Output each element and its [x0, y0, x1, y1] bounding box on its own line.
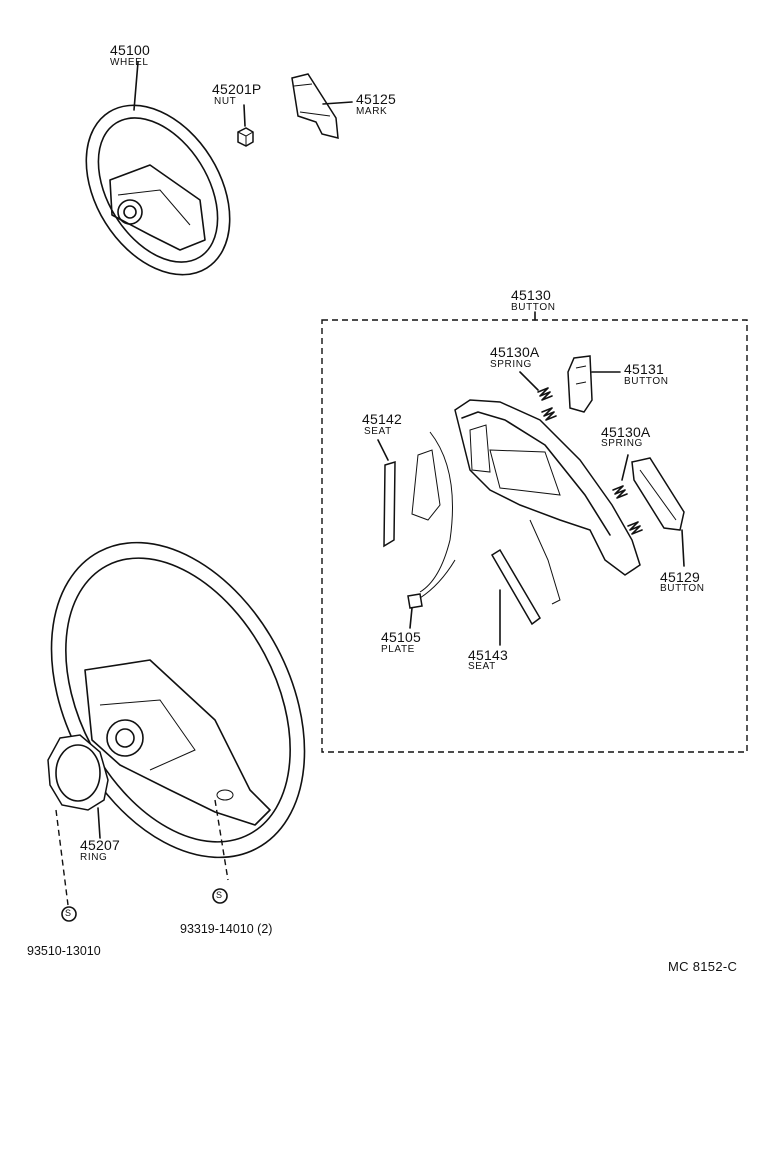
screw-symbol-ring-letter: S — [65, 908, 72, 918]
seat-45143-drawing — [490, 519, 561, 646]
ring-drawing — [47, 734, 109, 906]
spring-lower-drawing — [612, 454, 643, 535]
button-45129-drawing — [631, 457, 685, 567]
part-name-seat-45142: SEAT — [364, 426, 392, 437]
part-name-wheel: WHEEL — [110, 57, 149, 68]
screw-symbol-ring — [61, 906, 77, 922]
part-number-45207: 45207 — [80, 837, 120, 853]
part-number-45129: 45129 — [660, 569, 700, 585]
part-number-45130: 45130 — [511, 287, 551, 303]
part-name-seat-45143: SEAT — [468, 661, 496, 672]
part-number-45143: 45143 — [468, 647, 508, 663]
part-name-mark: MARK — [356, 106, 388, 117]
part-name-button-45131: BUTTON — [624, 376, 669, 387]
part-number-45125: 45125 — [356, 91, 396, 107]
part-name-spring-upper: SPRING — [490, 359, 532, 370]
part-number-45105: 45105 — [381, 629, 421, 645]
part-number-45100: 45100 — [110, 42, 150, 58]
part-number-45201p: 45201P — [212, 81, 262, 97]
screw-symbol-wheel-letter: S — [216, 890, 223, 900]
steering-wheel-top-drawing — [85, 61, 231, 276]
reference-93319-14010: 93319-14010 (2) — [180, 922, 273, 936]
part-name-plate: PLATE — [381, 644, 415, 655]
part-number-45131: 45131 — [624, 361, 664, 377]
screw-symbol-wheel — [212, 888, 228, 904]
part-number-45130a-upper: 45130A — [490, 344, 540, 360]
mark-drawing — [291, 73, 353, 139]
part-name-nut: NUT — [214, 96, 237, 107]
diagram-code: MC 8152-C — [668, 959, 738, 974]
button-housing-drawing — [454, 399, 641, 576]
plate-drawing — [407, 559, 456, 629]
steering-wheel-bottom-drawing — [50, 541, 306, 881]
part-name-spring-lower: SPRING — [601, 438, 643, 449]
part-name-button-45129: BUTTON — [660, 583, 705, 594]
spring-upper-drawing — [519, 371, 557, 421]
nut-drawing — [237, 104, 254, 147]
part-name-button-assembly: BUTTON — [511, 302, 556, 313]
part-number-45142: 45142 — [362, 411, 402, 427]
button-45131-drawing — [567, 355, 621, 413]
reference-93510-13010: 93510-13010 — [27, 944, 101, 958]
part-name-ring: RING — [80, 852, 108, 863]
part-number-45130a-lower: 45130A — [601, 424, 651, 440]
seat-45142-drawing — [377, 431, 453, 593]
